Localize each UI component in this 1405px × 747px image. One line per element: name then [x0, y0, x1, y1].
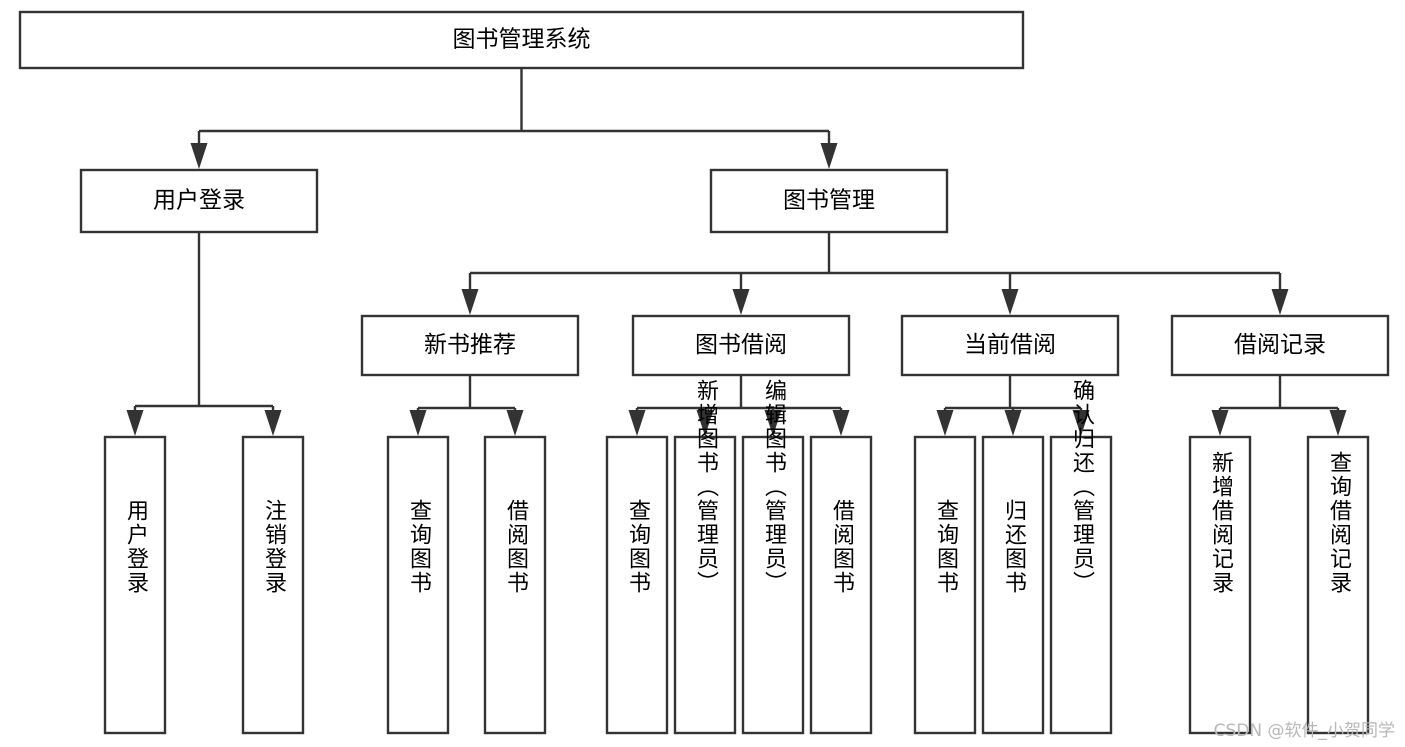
node-label: 查询图书	[933, 499, 959, 595]
node-l-query-book-a[interactable]: 查询图书	[386, 435, 450, 735]
node-l-confirm-return[interactable]: 确认归还（管理员）	[1049, 379, 1113, 735]
node-box[interactable]	[241, 435, 305, 735]
arrow-head-icon	[1329, 410, 1347, 436]
node-label: 查询借阅记录	[1326, 451, 1352, 595]
node-n-history[interactable]: 借阅记录	[1170, 314, 1390, 377]
node-label: 用户登录	[153, 188, 245, 214]
node-label: 当前借阅	[964, 332, 1056, 358]
node-l-borrow-book-a[interactable]: 借阅图书	[483, 435, 547, 735]
arrow-head-icon	[628, 410, 646, 436]
node-l-return-book[interactable]: 归还图书	[981, 435, 1045, 735]
node-label: 归还图书	[1001, 499, 1027, 595]
node-l-borrow-book-b[interactable]: 借阅图书	[809, 435, 873, 735]
arrow-head-icon	[764, 410, 782, 436]
node-root[interactable]: 图书管理系统	[18, 10, 1025, 70]
arrow-head-icon	[409, 410, 427, 436]
node-l-add-book[interactable]: 新增图书（管理员）	[673, 379, 737, 735]
nodes-layer: 图书管理系统用户登录图书管理新书推荐图书借阅当前借阅借阅记录用户登录注销登录查询…	[18, 10, 1390, 735]
node-n-borrow[interactable]: 图书借阅	[631, 314, 851, 377]
node-box[interactable]	[900, 314, 1120, 377]
node-label: 图书管理系统	[453, 27, 591, 53]
node-label: 查询图书	[625, 499, 651, 595]
arrow-head-icon	[190, 143, 208, 169]
node-l-logout[interactable]: 注销登录	[241, 435, 305, 735]
node-label: 编辑图书（管理员）	[761, 379, 787, 595]
arrow-head-icon	[1004, 410, 1022, 436]
node-l-query-book-c[interactable]: 查询图书	[913, 435, 977, 735]
edges-layer	[126, 68, 1347, 436]
arrow-head-icon	[936, 410, 954, 436]
node-n-book-mgmt[interactable]: 图书管理	[709, 168, 949, 234]
node-label: 借阅记录	[1234, 332, 1326, 358]
node-label: 借阅图书	[503, 499, 529, 595]
node-box[interactable]	[386, 435, 450, 735]
node-label: 新书推荐	[424, 332, 516, 358]
node-l-query-record[interactable]: 查询借阅记录	[1306, 435, 1370, 735]
arrow-head-icon	[820, 143, 838, 169]
node-box[interactable]	[483, 435, 547, 735]
arrow-head-icon	[732, 289, 750, 315]
arrow-head-icon	[696, 410, 714, 436]
node-box[interactable]	[360, 314, 580, 377]
node-box[interactable]	[1049, 435, 1113, 735]
arrow-head-icon	[461, 289, 479, 315]
node-box[interactable]	[1306, 435, 1370, 735]
arrow-head-icon	[264, 410, 282, 436]
node-label: 图书管理	[783, 188, 875, 214]
node-label: 新增借阅记录	[1208, 451, 1234, 595]
node-n-user-login[interactable]: 用户登录	[79, 168, 319, 234]
arrow-head-icon	[126, 410, 144, 436]
node-box[interactable]	[18, 10, 1025, 70]
node-box[interactable]	[673, 435, 737, 735]
node-box[interactable]	[103, 435, 167, 735]
node-box[interactable]	[1170, 314, 1390, 377]
node-label: 借阅图书	[829, 499, 855, 595]
node-n-new-rec[interactable]: 新书推荐	[360, 314, 580, 377]
node-box[interactable]	[1188, 435, 1252, 735]
node-box[interactable]	[981, 435, 1045, 735]
node-box[interactable]	[709, 168, 949, 234]
node-label: 注销登录	[261, 499, 287, 595]
arrow-head-icon	[1271, 289, 1289, 315]
node-label: 图书借阅	[695, 332, 787, 358]
arrow-head-icon	[1072, 410, 1090, 436]
arrow-head-icon	[832, 410, 850, 436]
node-box[interactable]	[809, 435, 873, 735]
node-box[interactable]	[605, 435, 669, 735]
node-box[interactable]	[741, 435, 805, 735]
node-box[interactable]	[79, 168, 319, 234]
arrow-head-icon	[1001, 289, 1019, 315]
node-l-user-login[interactable]: 用户登录	[103, 435, 167, 735]
node-n-current[interactable]: 当前借阅	[900, 314, 1120, 377]
node-label: 用户登录	[123, 499, 149, 595]
node-label: 新增图书（管理员）	[693, 379, 719, 595]
node-label: 确认归还（管理员）	[1069, 379, 1095, 595]
node-l-add-record[interactable]: 新增借阅记录	[1188, 435, 1252, 735]
node-label: 查询图书	[406, 499, 432, 595]
node-box[interactable]	[631, 314, 851, 377]
node-l-edit-book[interactable]: 编辑图书（管理员）	[741, 379, 805, 735]
arrow-head-icon	[1211, 410, 1229, 436]
arrow-head-icon	[506, 410, 524, 436]
node-box[interactable]	[913, 435, 977, 735]
node-l-query-book-b[interactable]: 查询图书	[605, 435, 669, 735]
